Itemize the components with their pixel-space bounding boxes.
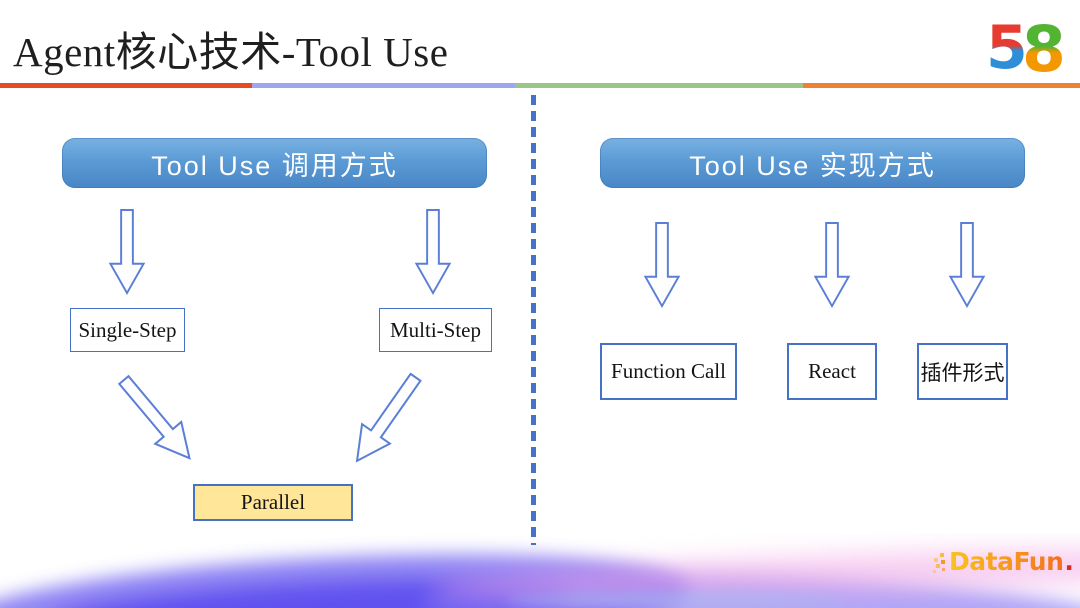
datafun-logo: DataFun . [932, 548, 1074, 578]
datafun-dot: . [1064, 547, 1074, 576]
bottom-wave-decoration [0, 533, 1080, 608]
node-single-step: Single-Step [70, 308, 185, 352]
node-multi-step: Multi-Step [379, 308, 492, 352]
divider-segment-green [515, 83, 803, 88]
node-parallel: Parallel [193, 484, 353, 521]
diagonal-arrow-icon [355, 372, 422, 463]
title-underline [0, 83, 1080, 88]
down-arrow-icon [813, 222, 851, 309]
logo-58: 5 8 [988, 13, 1066, 76]
node-plugin-form: 插件形式 [917, 343, 1008, 400]
datafun-text: DataFun [949, 547, 1064, 576]
page-title: Agent核心技术-Tool Use [13, 29, 449, 75]
down-arrow-icon [108, 209, 146, 296]
diagonal-arrow-icon [117, 374, 191, 460]
divider-segment-purple [252, 83, 515, 88]
node-react: React [787, 343, 877, 400]
wave-blob [49, 570, 571, 608]
right-panel-header: Tool Use 实现方式 [600, 138, 1025, 188]
left-panel-header: Tool Use 调用方式 [62, 138, 487, 188]
wave-blob [0, 538, 693, 608]
logo-58-digit-5: 5 [988, 13, 1028, 76]
down-arrow-icon [948, 222, 986, 309]
down-arrow-icon [643, 222, 681, 309]
wave-blob [505, 592, 845, 608]
logo-58-digit-8: 8 [1022, 13, 1066, 76]
node-function-call: Function Call [600, 343, 737, 400]
divider-segment-orange [803, 83, 1080, 88]
panel-separator-dashed-line [531, 95, 536, 545]
datafun-pixels-icon [933, 553, 945, 573]
divider-segment-red [0, 83, 252, 88]
down-arrow-icon [414, 209, 452, 296]
